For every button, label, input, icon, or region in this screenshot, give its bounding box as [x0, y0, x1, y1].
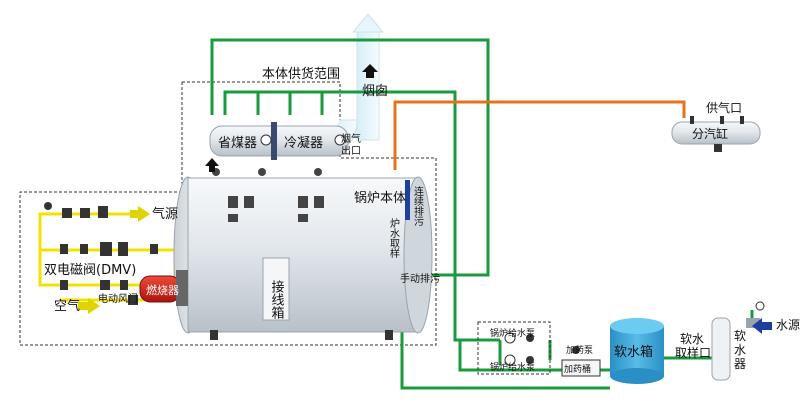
scope-boundary: [19, 81, 437, 346]
svg-text:炉水取样: 炉水取样: [388, 218, 400, 259]
feed-pump-label-2: 锅炉给水泵: [490, 361, 535, 373]
flue-up-arrow-icon: [205, 158, 219, 172]
dosing-tank-label: 加药桶: [564, 363, 591, 375]
feed-pump-label: 锅炉给水泵: [490, 327, 535, 339]
air-damper-label: 电动风门: [98, 292, 138, 305]
dual-valve-label: 双电磁阀(DMV): [44, 263, 136, 278]
fuel-valves: [44, 202, 158, 305]
burner-label: 燃烧器: [146, 283, 179, 297]
softener-label-2: 水: [734, 343, 746, 357]
economizer-label: 省煤器: [218, 136, 257, 151]
gas-source-arrow-icon: [130, 206, 150, 222]
steam-header-vessel: [671, 116, 761, 152]
air-arrow-icon: [78, 298, 100, 314]
softener-label-1: 软: [734, 329, 746, 343]
economizer-condenser: [209, 122, 349, 160]
soft-water-sample-label: 软水: [680, 332, 704, 346]
steam-supply-label: 供气口: [706, 100, 742, 115]
svg-text:连续排污: 连续排污: [412, 185, 424, 227]
feed-pump-area: [477, 321, 601, 377]
condenser-label: 冷凝器: [284, 135, 323, 151]
gas-source-label: 气源: [152, 206, 178, 222]
manual-blowdown-label: 手动排污: [400, 272, 440, 285]
dosing-pump-label: 加药泵: [566, 345, 593, 356]
soft-water-tank-label: 软水箱: [614, 344, 653, 360]
junction-box-label: 接线箱: [269, 279, 285, 319]
water-sample-label: 炉水取样: [388, 218, 400, 259]
boiler-valves: [212, 134, 346, 222]
flue-outlet-label: 烟气: [341, 132, 361, 145]
soft-water-tank: [610, 318, 664, 384]
soft-water-sample-label-2: 取样口: [675, 345, 711, 360]
scope-label: 本体供货范围: [262, 66, 340, 82]
steam-header-label: 分汽缸: [692, 126, 728, 141]
water-source-label: 水源: [776, 318, 800, 332]
water-source-arrow-icon: [752, 318, 772, 334]
flue-outlet-label-2: 出口: [341, 144, 361, 157]
burner: [139, 270, 188, 306]
svg-text:接线箱: 接线箱: [269, 279, 285, 319]
chimney-label: 烟囱: [362, 84, 388, 99]
boiler-body-label: 锅炉本体: [354, 190, 406, 206]
softener-label-3: 器: [734, 357, 746, 371]
water-softener: [711, 301, 765, 381]
air-label: 空气: [54, 298, 80, 314]
continuous-blowdown-label: 连续排污: [412, 185, 424, 227]
chimney-arrow-icon: [362, 64, 378, 78]
